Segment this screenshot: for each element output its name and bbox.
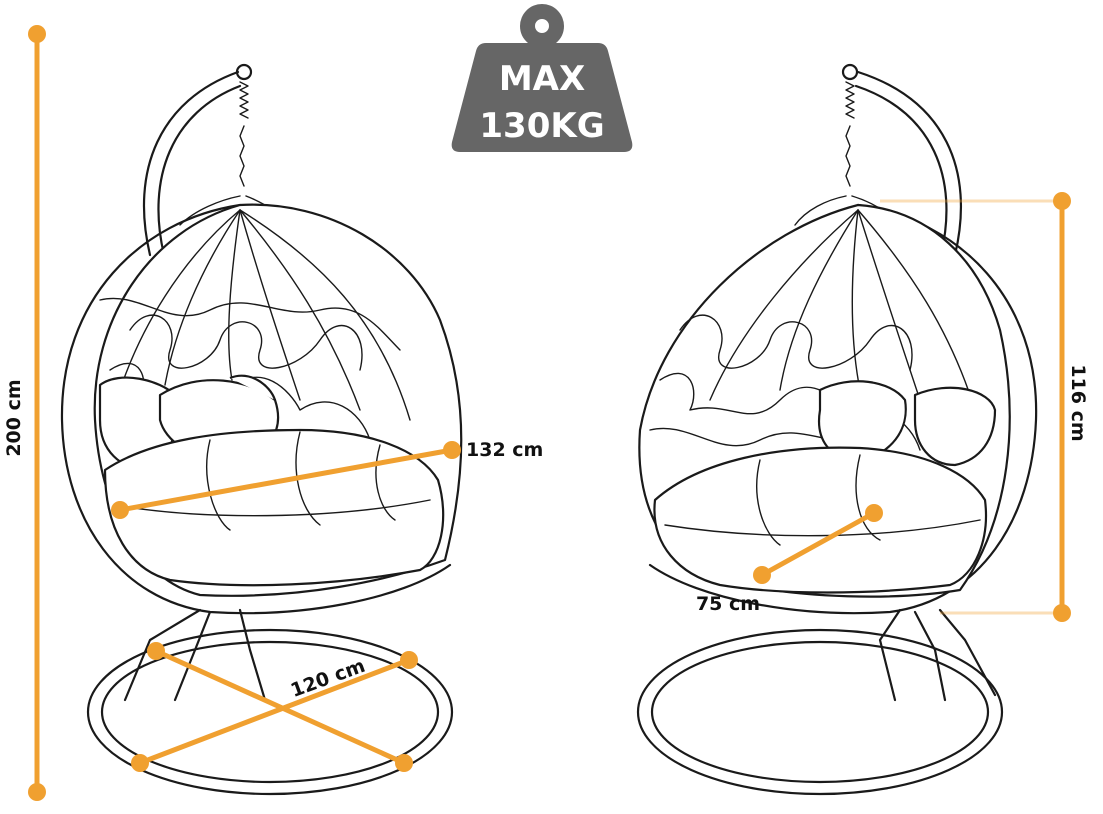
basket-height-end-bottom bbox=[1053, 604, 1071, 622]
basket-height-end-top bbox=[1053, 192, 1071, 210]
weight-limit-value: 130KG bbox=[479, 106, 604, 146]
height-dimension-end-bottom bbox=[28, 783, 46, 801]
basket-height-label: 116 cm bbox=[1067, 364, 1089, 441]
base-diameter-end-4 bbox=[131, 754, 149, 772]
base-diameter-end-1 bbox=[147, 642, 165, 660]
weight-limit-label: MAX bbox=[499, 59, 585, 99]
seat-depth-label: 75 cm bbox=[696, 593, 760, 615]
height-dimension-end-top bbox=[28, 25, 46, 43]
seat-width-dimension-line bbox=[117, 447, 455, 513]
base-diameter-line-b bbox=[137, 657, 412, 766]
weight-icon: MAX 130KG bbox=[451, 4, 633, 152]
base-diameter-label: 120 cm bbox=[288, 655, 368, 702]
base-diameter-end-2 bbox=[395, 754, 413, 772]
weight-shape bbox=[451, 4, 633, 152]
hanging-egg-chair-side-icon bbox=[636, 63, 1038, 796]
seat-width-end-left bbox=[111, 501, 129, 519]
seat-width-end-right bbox=[443, 441, 461, 459]
seat-depth-end-back bbox=[865, 504, 883, 522]
hanging-egg-chair-icon bbox=[60, 63, 463, 796]
seat-depth-end-front bbox=[753, 566, 771, 584]
seat-width-label: 132 cm bbox=[466, 439, 543, 461]
base-diameter-end-3 bbox=[400, 651, 418, 669]
seat-depth-dimension-line bbox=[759, 510, 877, 578]
height-dimension-label: 200 cm bbox=[3, 379, 25, 456]
